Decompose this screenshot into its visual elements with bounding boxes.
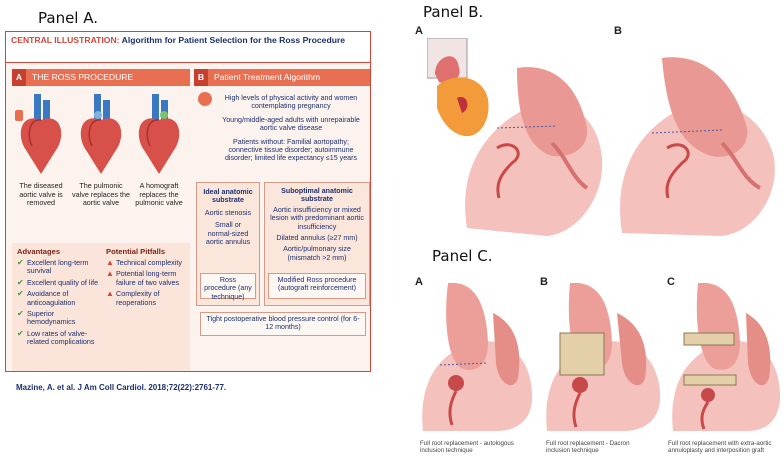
card-title: CENTRAL ILLUSTRATION: Algorithm for Pati…: [6, 32, 370, 63]
panel-c-illustration-a: [418, 283, 536, 433]
check-icon: ✔: [17, 330, 24, 338]
panel-b-label: Panel B.: [423, 3, 483, 21]
section-a-title: THE ROSS PROCEDURE: [32, 72, 133, 82]
section-b-header: B Patient Treatment Algorithm: [194, 69, 370, 86]
head-profile-icon: [198, 92, 212, 106]
heart-caption-1: The diseased aortic valve is removed: [12, 182, 70, 208]
panel-b-illustration-b: [612, 38, 780, 238]
check-icon: ✔: [17, 290, 24, 298]
algorithm-criteria-box: High levels of physical activity and wom…: [214, 92, 368, 178]
subopt-mismatch: Aortic/pulmonary size (mismatch >2 mm): [269, 245, 365, 262]
panel-c-label: Panel C.: [432, 247, 492, 265]
criteria-exclusions: Patients without: Familial aortopathy; c…: [217, 138, 365, 163]
advantage-item: ✔Avoidance of anticoagulation: [17, 290, 103, 307]
advantages-pitfalls-panel: Advantages ✔Excellent long-term survival…: [12, 243, 190, 371]
advantage-item: ✔Superior hemodynamics: [17, 310, 103, 327]
panel-b-sublabel-a: A: [415, 25, 423, 37]
subopt-insufficiency: Aortic insufficiency or mixed lesion wit…: [269, 206, 365, 231]
central-illustration-card: CENTRAL ILLUSTRATION: Algorithm for Pati…: [5, 31, 371, 372]
heart-caption-3: A homograft replaces the pulmonic valve: [130, 182, 188, 208]
check-icon: ✔: [17, 279, 24, 287]
panel-c-caption-a: Full root replacement - autologous inclu…: [420, 440, 528, 455]
section-b-badge: B: [194, 69, 208, 86]
pitfall-item: ▲Technical complexity: [106, 259, 186, 267]
advantage-item: ✔Low rates of valve-related complication…: [17, 330, 103, 347]
advantage-item: ✔Excellent long-term survival: [17, 259, 103, 276]
pitfalls-title: Potential Pitfalls: [106, 247, 186, 256]
criteria-age: Young/middle-aged adults with unrepairab…: [217, 116, 365, 133]
panel-c-caption-b: Full root replacement - Dacron inclusion…: [546, 440, 654, 455]
ross-procedure-box: Ross procedure (any technique): [200, 273, 256, 299]
ideal-annulus: Small or normal-sized aortic annulus: [203, 221, 253, 246]
pitfall-item: ▲Complexity of reoperations: [106, 290, 186, 307]
warning-icon: ▲: [106, 259, 114, 267]
suboptimal-substrate-box: Suboptimal anatomic substrate Aortic ins…: [266, 185, 368, 269]
section-a-header: A THE ROSS PROCEDURE: [12, 69, 190, 86]
card-title-prefix: CENTRAL ILLUSTRATION:: [11, 35, 120, 45]
panel-b-sublabel-b: B: [614, 25, 622, 37]
criteria-activity: High levels of physical activity and wom…: [217, 94, 365, 111]
panel-c-caption-c: Full root replacement with extra-aortic …: [668, 440, 782, 455]
ideal-title: Ideal anatomic substrate: [203, 188, 253, 205]
section-a-badge: A: [12, 69, 26, 86]
advantage-item: ✔Excellent quality of life: [17, 279, 103, 287]
heart-illustration-2: [72, 90, 130, 182]
blood-pressure-box: Tight postoperative blood pressure contr…: [200, 312, 366, 336]
warning-icon: ▲: [106, 270, 114, 278]
modified-ross-box: Modified Ross procedure (autograft reinf…: [268, 273, 366, 299]
treatment-algorithm: High levels of physical activity and wom…: [196, 90, 370, 370]
heart-illustration-3: [130, 90, 188, 182]
check-icon: ✔: [17, 259, 24, 267]
section-b-title: Patient Treatment Algorithm: [214, 72, 320, 82]
subopt-annulus: Dilated annulus (≥27 mm): [269, 234, 365, 242]
pitfall-item: ▲Potential long-term failure of two valv…: [106, 270, 186, 287]
ideal-substrate-box: Ideal anatomic substrate Aortic stenosis…: [200, 186, 256, 266]
check-icon: ✔: [17, 310, 24, 318]
heart-caption-2: The pulmonic valve replaces the aortic v…: [72, 182, 130, 208]
panel-c-illustration-b: [542, 283, 664, 433]
panel-c-illustration-c: [668, 283, 782, 433]
subopt-title: Suboptimal anatomic substrate: [269, 187, 365, 204]
heart-illustration-1: [12, 90, 70, 182]
panel-b-illustration-a: [427, 38, 607, 238]
card-title-rest: Algorithm for Patient Selection for the …: [122, 35, 345, 45]
citation: Mazine, A. et al. J Am Coll Cardiol. 201…: [12, 375, 368, 401]
ideal-stenosis: Aortic stenosis: [203, 209, 253, 217]
panel-a-label: Panel A.: [38, 9, 98, 27]
warning-icon: ▲: [106, 290, 114, 298]
advantages-title: Advantages: [17, 247, 103, 256]
